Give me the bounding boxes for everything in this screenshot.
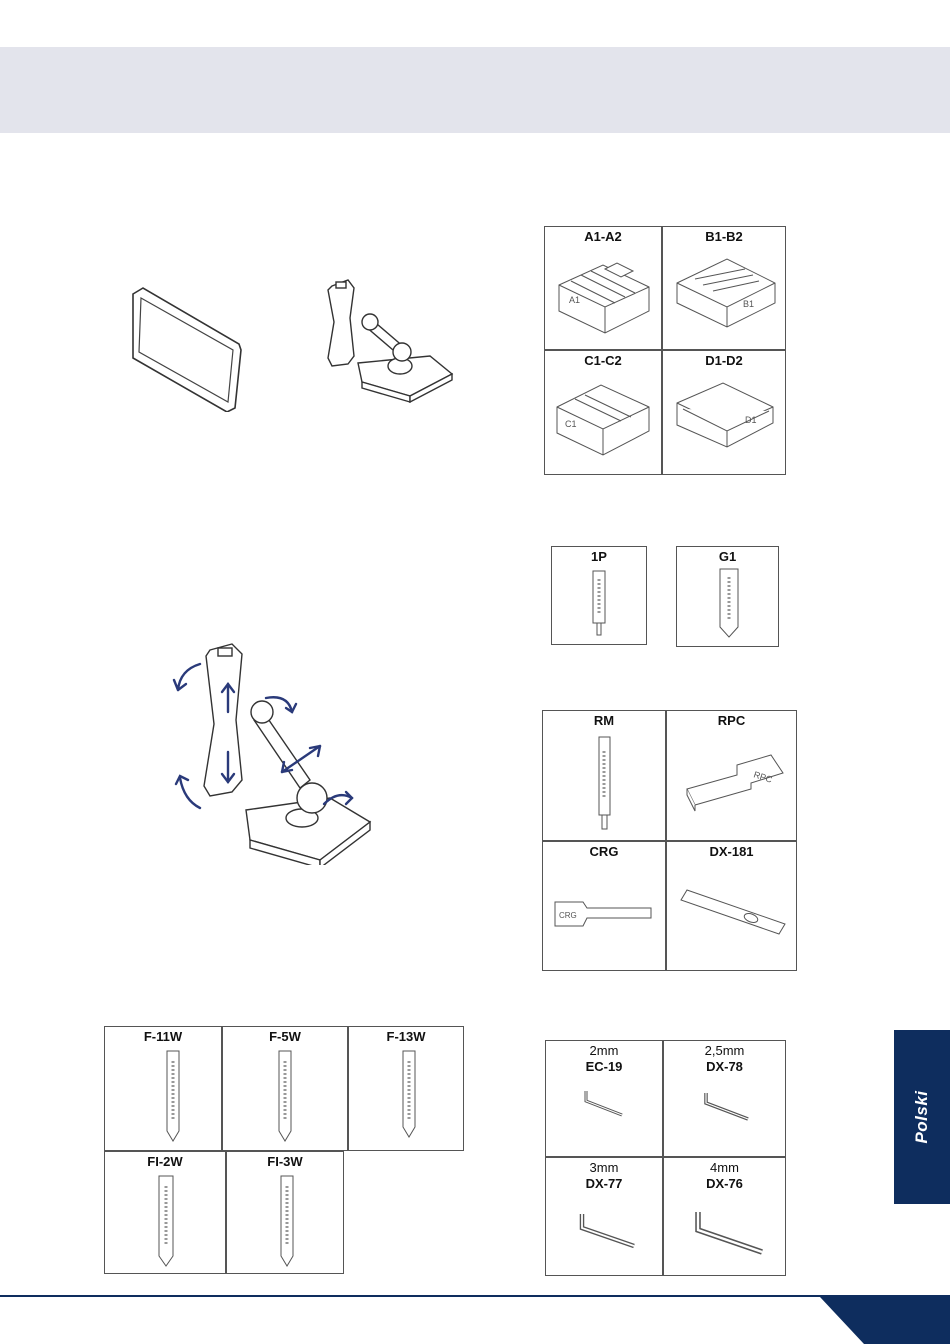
header-band xyxy=(0,47,950,133)
f-tip-illustration xyxy=(105,1152,226,1274)
jaws-panel: A1-A2 A1 B1-B2 B1 C1-C2 xyxy=(544,226,786,475)
jaw-cell: D1-D2 D1 xyxy=(662,350,786,475)
hex-key-cell: 4mm DX-76 xyxy=(663,1157,786,1276)
jaw-illustration: A1 xyxy=(545,227,662,350)
tool-cell: RM xyxy=(542,710,666,841)
holder-illustration xyxy=(320,278,460,403)
tracer-illustration xyxy=(677,547,779,647)
jaw-mark: A1 xyxy=(569,295,580,305)
hex-key-icon xyxy=(546,1158,663,1276)
jaw-illustration: D1 xyxy=(663,351,786,475)
language-tab[interactable]: Polski xyxy=(894,1030,950,1204)
holder-adjustment-illustration xyxy=(170,640,390,865)
tool-mark: CRG xyxy=(559,911,577,920)
footer-corner-decoration xyxy=(820,1297,950,1344)
tool-cell: DX-181 xyxy=(666,841,797,971)
hex-key-cell: 2,5mm DX-78 xyxy=(663,1040,786,1157)
f-tip-illustration xyxy=(349,1027,464,1151)
jaw-cell: B1-B2 B1 xyxy=(662,226,786,350)
f-tip-cell: FI-3W xyxy=(226,1151,344,1274)
jaw-mark: D1 xyxy=(745,415,757,425)
hex-key-icon xyxy=(546,1041,663,1157)
f-tip-illustration xyxy=(223,1027,348,1151)
jaw-cell: C1-C2 C1 xyxy=(544,350,662,475)
hex-key-cell: 3mm DX-77 xyxy=(545,1157,663,1276)
footer-line xyxy=(0,1295,950,1297)
jaw-illustration: C1 xyxy=(545,351,662,475)
jaw-cell: A1-A2 A1 xyxy=(544,226,662,350)
hex-keys-panel: 2mm EC-19 2,5mm DX-78 3mm DX-77 4mm DX-7… xyxy=(545,1040,786,1276)
jaw-mark: C1 xyxy=(565,419,577,429)
tracer-cell: 1P xyxy=(551,546,647,645)
tool-illustration: RPC xyxy=(667,711,797,841)
tool-illustration xyxy=(543,711,666,841)
f-tip-illustration xyxy=(105,1027,222,1151)
f-tips-panel: F-11W F-5W F-13W FI-2W FI-3W xyxy=(104,1026,464,1274)
tool-illustration: CRG xyxy=(543,842,666,971)
tablet-illustration xyxy=(125,282,245,412)
f-tip-illustration xyxy=(227,1152,344,1274)
tool-cell: RPC RPC xyxy=(666,710,797,841)
language-tab-label: Polski xyxy=(912,1090,932,1143)
jaw-mark: B1 xyxy=(743,299,754,309)
jaw-illustration: B1 xyxy=(663,227,786,350)
tracer-illustration xyxy=(552,547,647,645)
tracer-cell: G1 xyxy=(676,546,779,647)
hex-key-icon xyxy=(664,1158,786,1276)
f-tip-cell: F-11W xyxy=(104,1026,222,1151)
hex-key-icon xyxy=(664,1041,786,1157)
f-tip-cell: FI-2W xyxy=(104,1151,226,1274)
tools-panel: RM RPC RPC CRG CRG DX-181 xyxy=(542,710,797,971)
tool-cell: CRG CRG xyxy=(542,841,666,971)
hex-key-cell: 2mm EC-19 xyxy=(545,1040,663,1157)
tool-illustration xyxy=(667,842,797,971)
f-tip-cell: F-5W xyxy=(222,1026,348,1151)
f-tip-cell: F-13W xyxy=(348,1026,464,1151)
